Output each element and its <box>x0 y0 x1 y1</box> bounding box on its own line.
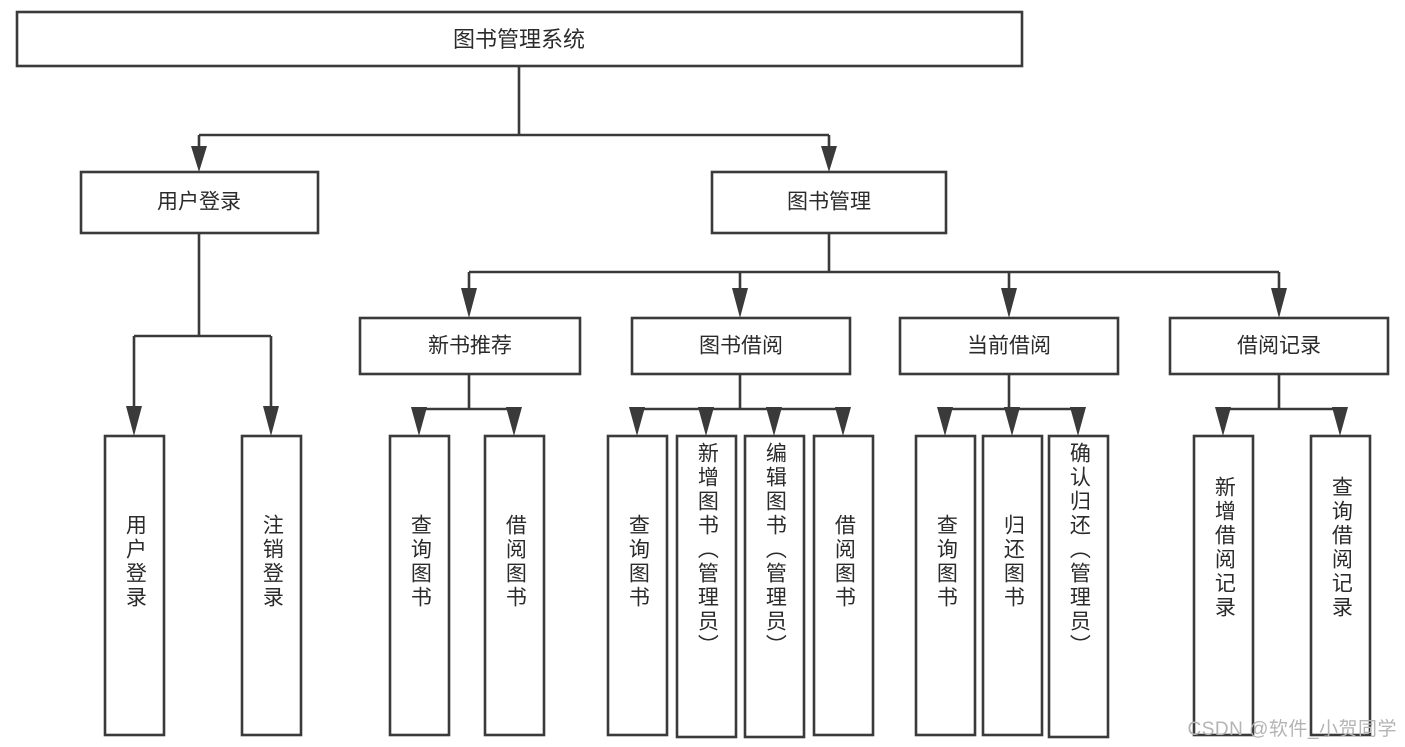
node-root-box[interactable] <box>15 10 1024 68</box>
leaf-user-logout-box[interactable] <box>240 434 303 737</box>
arrow-head-new-book-recommend <box>461 288 477 318</box>
node-borrow-record-label: 借阅记录 <box>1237 335 1321 358</box>
leaf-add-book-box[interactable] <box>675 434 738 739</box>
node-current-borrow-box[interactable] <box>898 316 1120 376</box>
arrow-head-leaf-borrow-book-1 <box>506 407 522 436</box>
arrow-head-leaf-query-book-2 <box>629 407 645 436</box>
arrow-head-leaf-user-login <box>126 406 142 436</box>
connector-layer <box>126 66 1348 436</box>
arrow-head-book-borrow <box>732 288 748 318</box>
leaf-query-book-2-box[interactable] <box>606 434 669 737</box>
arrow-head-book-manage <box>821 146 837 172</box>
arrow-head-user-login <box>191 146 207 172</box>
node-borrow-record-box[interactable] <box>1168 316 1390 376</box>
arrow-head-borrow-record <box>1271 288 1287 318</box>
arrow-head-leaf-return-book <box>1004 407 1020 436</box>
leaf-confirm-return-box[interactable] <box>1047 434 1110 739</box>
leaf-add-record-box[interactable] <box>1192 434 1255 737</box>
node-user-login[interactable]: 用户登录 <box>79 170 320 235</box>
node-book-manage-box[interactable] <box>710 170 948 235</box>
arrow-head-current-borrow <box>1001 288 1017 318</box>
leaf-query-record-box[interactable] <box>1309 434 1372 737</box>
node-book-manage[interactable]: 图书管理 <box>710 170 948 235</box>
node-book-manage-label: 图书管理 <box>787 191 871 214</box>
leaf-user-login-box[interactable] <box>103 434 166 737</box>
leaf-edit-book-box[interactable] <box>743 434 806 739</box>
node-current-borrow-label: 当前借阅 <box>967 335 1051 358</box>
arrow-head-leaf-query-book-3 <box>937 407 953 436</box>
leaf-borrow-book-2-box[interactable] <box>812 434 875 737</box>
node-current-borrow[interactable]: 当前借阅 <box>898 316 1120 376</box>
leaf-borrow-book-1-box[interactable] <box>483 434 546 737</box>
arrow-head-leaf-add-book <box>698 407 714 436</box>
node-root[interactable]: 图书管理系统 <box>15 10 1024 68</box>
node-new-book-recommend-box[interactable] <box>358 316 582 376</box>
arrow-head-leaf-edit-book <box>766 407 782 436</box>
arrow-head-leaf-query-record <box>1332 407 1348 436</box>
arrow-head-leaf-add-record <box>1215 407 1231 436</box>
node-user-login-box[interactable] <box>79 170 320 235</box>
leaf-return-book-box[interactable] <box>981 434 1044 737</box>
node-book-borrow-label: 图书借阅 <box>699 335 783 358</box>
arrow-head-leaf-user-logout <box>263 406 279 436</box>
arrow-head-leaf-confirm-return <box>1070 407 1086 436</box>
node-book-borrow-box[interactable] <box>630 316 852 376</box>
node-new-book-recommend-label: 新书推荐 <box>428 335 512 358</box>
leaf-query-book-1-box[interactable] <box>388 434 451 737</box>
arrow-head-leaf-borrow-book-2 <box>835 407 851 436</box>
node-new-book-recommend[interactable]: 新书推荐 <box>358 316 582 376</box>
arrow-head-leaf-query-book-1 <box>411 407 427 436</box>
csdn-watermark: CSDN @软件_小贺同学 <box>1187 719 1397 740</box>
leaf-query-book-3-box[interactable] <box>914 434 977 737</box>
node-book-borrow[interactable]: 图书借阅 <box>630 316 852 376</box>
node-borrow-record[interactable]: 借阅记录 <box>1168 316 1390 376</box>
node-user-login-label: 用户登录 <box>157 191 241 214</box>
node-root-label: 图书管理系统 <box>453 27 585 52</box>
